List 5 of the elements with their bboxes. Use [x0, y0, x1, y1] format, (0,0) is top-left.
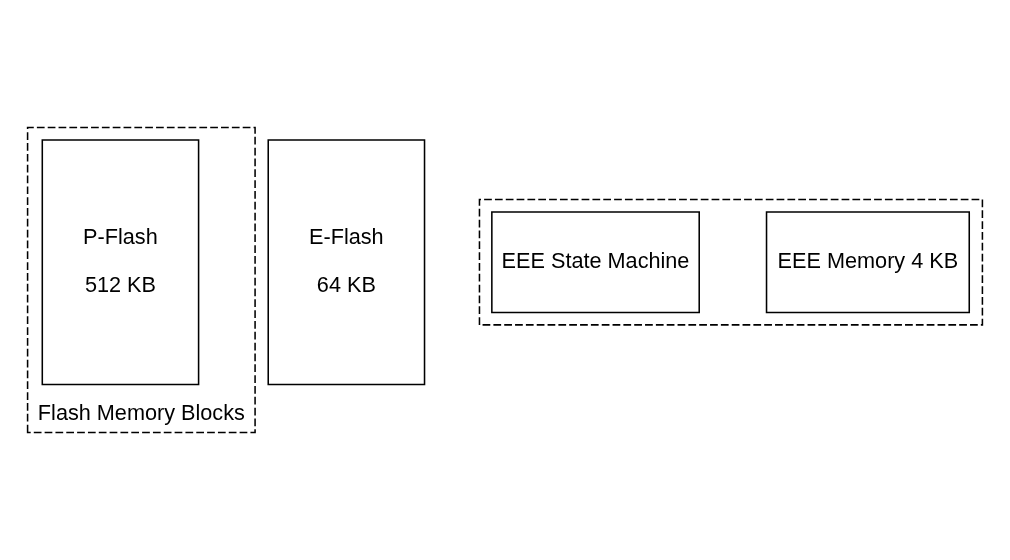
cluster [478, 198, 984, 326]
node-box: EEE State Machine [491, 211, 700, 314]
node-box: E-Flash 64 KB [267, 139, 426, 386]
node-box: EEE Memory 4 KB [765, 211, 971, 314]
node-box: P-Flash 512 KB [41, 139, 200, 386]
